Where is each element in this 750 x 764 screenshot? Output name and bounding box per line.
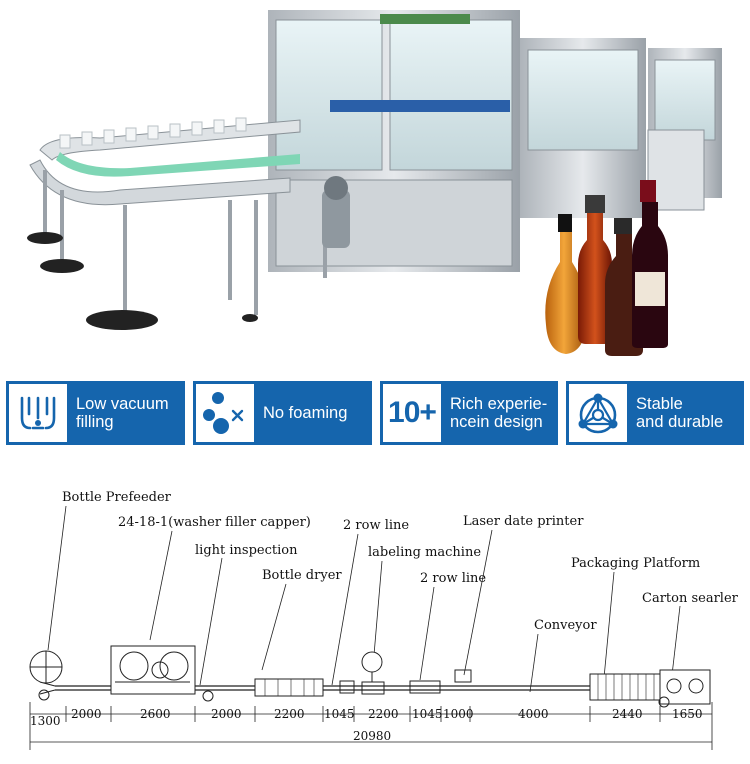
dimension-lines (29, 702, 713, 750)
ten-plus-icon: 10+ (383, 384, 441, 442)
sample-bottles (545, 180, 668, 356)
callout-conveyor: Conveyor (534, 618, 597, 633)
dim-1000: 1000 (443, 707, 474, 721)
callout-light-inspection: light inspection (195, 543, 298, 558)
dim-1650: 1650 (672, 707, 703, 721)
leg-feet (27, 232, 258, 330)
feature-label: Rich experie- ncein design (450, 395, 548, 431)
feature-label: Low vacuum filling (76, 395, 169, 431)
feature-label: No foaming (263, 404, 348, 422)
dim-1300: 1300 (30, 714, 61, 728)
bottle-red (578, 195, 612, 344)
filling-machine-main (268, 10, 520, 272)
dim-4000: 4000 (518, 707, 549, 721)
callout-laser-date-printer: Laser date printer (463, 514, 584, 529)
dimension-values: 1300 2000 2600 2000 2200 1045 2200 1045 … (30, 707, 703, 743)
dim-1045-b: 1045 (412, 707, 443, 721)
callout-bottle-prefeeder: Bottle Prefeeder (62, 490, 172, 505)
callout-labeling-machine: labeling machine (368, 545, 481, 560)
dim-2000-a: 2000 (71, 707, 102, 721)
bottle-amber (545, 214, 587, 354)
line-layout-drawing: Bottle Prefeeder 24-18-1(washer filler c… (29, 490, 739, 750)
feature-stable-durable: Stable and durable (566, 381, 744, 445)
filling-machine-secondary (520, 38, 722, 218)
dim-2440: 2440 (612, 707, 643, 721)
dim-total: 20980 (353, 729, 391, 743)
feature-strip: Low vacuum filling No foaming 10+ Rich e… (0, 381, 750, 447)
product-photo (27, 10, 722, 356)
callout-carton-searler: Carton searler (642, 591, 739, 606)
callout-washer-filler-capper: 24-18-1(washer filler capper) (118, 515, 311, 530)
dim-1045-a: 1045 (324, 707, 355, 721)
motor (322, 176, 350, 248)
feature-label: Stable and durable (636, 395, 724, 431)
feature-rich-experience: 10+ Rich experie- ncein design (380, 381, 558, 445)
callout-bottle-dryer: Bottle dryer (262, 568, 342, 583)
dim-2200-b: 2200 (368, 707, 399, 721)
dim-2600: 2600 (140, 707, 171, 721)
feature-no-foaming: No foaming (193, 381, 372, 445)
conveyor-legs (43, 170, 327, 315)
vacuum-filling-icon (9, 384, 67, 442)
leader-lines (47, 505, 681, 693)
bottle-wine (632, 180, 668, 348)
experience-badge: 10+ (388, 396, 437, 429)
bubbles-icon (196, 384, 254, 442)
dim-2200-a: 2200 (274, 707, 305, 721)
curved-conveyor (29, 117, 301, 206)
callout-packaging-platform: Packaging Platform (571, 556, 700, 571)
feature-low-vacuum: Low vacuum filling (6, 381, 185, 445)
callout-2-row-line-1: 2 row line (343, 518, 409, 533)
equipment-plan (29, 645, 711, 708)
dim-2000-b: 2000 (211, 707, 242, 721)
triangle-network-icon (569, 384, 627, 442)
callout-2-row-line-2: 2 row line (420, 571, 486, 586)
